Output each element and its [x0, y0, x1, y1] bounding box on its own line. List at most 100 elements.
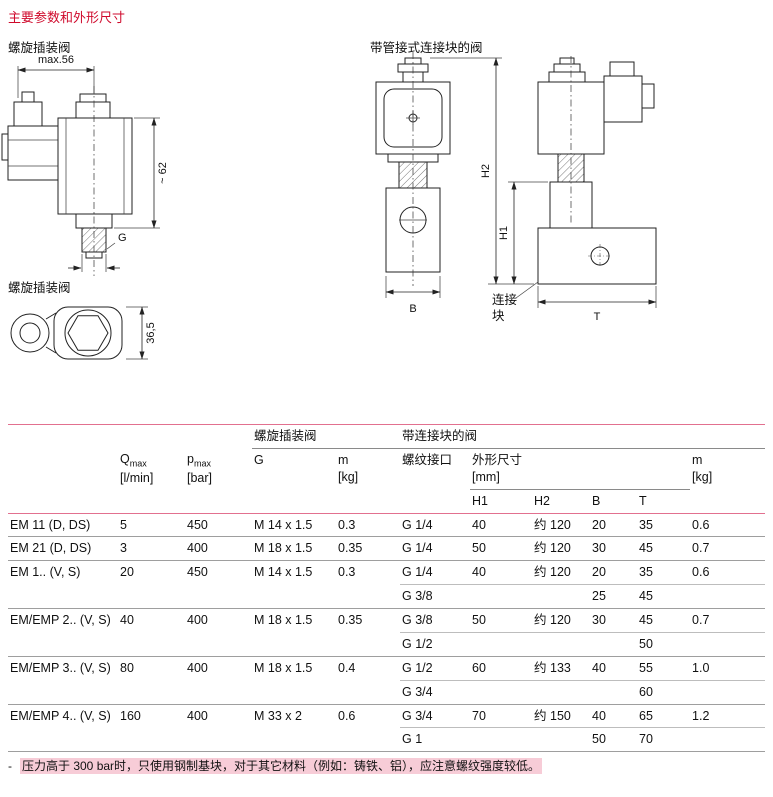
- cell-m-block: [690, 727, 766, 752]
- cell-model: EM 21 (D, DS): [8, 536, 118, 561]
- cell-h1: 40: [470, 512, 533, 537]
- cell-m-cartridge: [336, 585, 400, 609]
- block-label-line1: 连接: [492, 292, 518, 307]
- cell-port: G 1/4: [400, 512, 471, 537]
- cell-g: M 18 x 1.5: [252, 608, 336, 633]
- cell-t: 60: [637, 679, 691, 704]
- group-header-empty: [8, 425, 252, 449]
- col-header-model: [8, 448, 118, 513]
- cell-b: [590, 679, 638, 704]
- block-label-line2: 块: [492, 309, 505, 323]
- cell-h1: 40: [470, 560, 533, 585]
- drawing-label-cartridge-side: 螺旋插装阀: [8, 41, 71, 55]
- table-row: G 3/4 60: [8, 679, 766, 704]
- cell-t: 45: [637, 584, 691, 609]
- drawing-label-block-valve: 带管接式连接块的阀: [370, 40, 483, 55]
- cell-m-block: 0.6: [690, 560, 766, 585]
- cell-qmax: 5: [118, 512, 185, 537]
- group-header-block: 带连接块的阀: [400, 424, 766, 449]
- cell-t: 35: [637, 560, 691, 585]
- parameters-table-wrapper: 螺旋插装阀 带连接块的阀 Qmax[l/min] pmax[bar] G m[k…: [8, 424, 766, 753]
- cell-port: G 1/4: [400, 560, 471, 585]
- cell-qmax: 20: [118, 560, 185, 585]
- cell-b: 40: [590, 655, 638, 681]
- cell-port: G 1/2: [400, 655, 471, 681]
- dim-h2: H2: [480, 164, 492, 178]
- cell-h2: 约 120: [532, 536, 591, 561]
- dim-b: B: [409, 303, 416, 315]
- dimension-drawings: 螺旋插装阀 max.56: [1, 40, 657, 360]
- cell-b: 30: [590, 608, 638, 633]
- cell-m-cartridge: 0.3: [336, 560, 401, 585]
- cell-m-cartridge: [336, 680, 400, 704]
- cell-h2: [532, 727, 591, 752]
- table-row: EM/EMP 4.. (V, S) 160 400 M 33 x 2 0.6 G…: [8, 703, 766, 728]
- cell-model: EM/EMP 3.. (V, S): [8, 655, 118, 681]
- col-header-b: B: [592, 493, 601, 508]
- dim-height-62: ~ 62: [157, 162, 169, 184]
- cell-m-cartridge: 0.6: [336, 703, 401, 728]
- cell-m-cartridge: 0.4: [336, 655, 401, 681]
- cell-h2: [532, 679, 591, 704]
- cell-b: 30: [590, 536, 638, 561]
- cell-qmax: 3: [118, 536, 185, 561]
- cell-h1: 50: [470, 608, 533, 633]
- cell-m-cartridge: [336, 632, 400, 656]
- cell-port: G 1/2: [400, 631, 471, 657]
- cell-qmax: 40: [118, 608, 185, 633]
- cell-pmax: 450: [185, 560, 252, 585]
- cell-h2: 约 120: [532, 512, 591, 537]
- cell-t: 55: [637, 655, 691, 681]
- group-header-cartridge: 螺旋插装阀: [252, 424, 401, 449]
- table-subheader-row: H1 H2 B T: [8, 489, 765, 513]
- cell-g: [252, 680, 336, 704]
- hex-nut: [67, 315, 109, 351]
- col-header-m-block: m[kg]: [692, 452, 713, 484]
- table-row: EM 21 (D, DS) 3 400 M 18 x 1.5 0.35 G 1/…: [8, 536, 766, 561]
- cell-h1: [470, 584, 533, 609]
- cell-m-block: [690, 631, 766, 657]
- page-title: 主要参数和外形尺寸: [8, 10, 126, 25]
- drawing-cartridge-side: 螺旋插装阀 max.56: [1, 41, 169, 276]
- table-group-header-row: 螺旋插装阀 带连接块的阀: [8, 424, 766, 449]
- cell-b: 20: [590, 512, 638, 537]
- table-row: EM 1.. (V, S) 20 450 M 14 x 1.5 0.3 G 1/…: [8, 560, 766, 585]
- solenoid-coil: [57, 93, 133, 215]
- cell-m-block: 1.0: [690, 655, 766, 681]
- cell-m-block: 0.7: [690, 608, 766, 633]
- cell-qmax: [118, 585, 185, 609]
- cell-m-block: 0.7: [690, 536, 766, 561]
- cell-m-block: 0.6: [690, 512, 766, 537]
- height-dimensions: H2 H1: [430, 57, 548, 285]
- drawing-label-cartridge-top: 螺旋插装阀: [8, 281, 71, 295]
- footnote-dash: -: [8, 759, 12, 773]
- cell-t: 45: [637, 536, 691, 561]
- cell-h1: [470, 727, 533, 752]
- cell-m-block: 1.2: [690, 703, 766, 728]
- cell-t: 65: [637, 703, 691, 728]
- drawing-block-valve: 带管接式连接块的阀 B: [370, 40, 657, 323]
- table-row: G 1/2 50: [8, 631, 766, 657]
- cell-h2: 约 120: [532, 608, 591, 633]
- cell-model: [8, 585, 118, 609]
- plug-connector: [1, 91, 59, 181]
- cell-g: M 14 x 1.5: [252, 512, 336, 537]
- cell-port: G 1: [400, 727, 471, 752]
- cell-qmax: 80: [118, 655, 185, 681]
- table-row: EM/EMP 3.. (V, S) 80 400 M 18 x 1.5 0.4 …: [8, 655, 766, 681]
- col-header-pmax: pmax[bar]: [187, 452, 213, 486]
- cell-qmax: [118, 680, 185, 704]
- cell-pmax: [185, 632, 252, 656]
- cell-model: [8, 728, 118, 752]
- drawing-cartridge-top: 螺旋插装阀 36,5: [8, 281, 157, 360]
- cell-g: [252, 632, 336, 656]
- table-row: G 1 50 70: [8, 727, 766, 752]
- cell-m-cartridge: 0.35: [336, 608, 401, 633]
- cell-h2: 约 150: [532, 703, 591, 728]
- cell-t: 45: [637, 608, 691, 633]
- thread-g-label: G: [118, 232, 127, 244]
- cell-t: 70: [637, 727, 691, 752]
- cell-b: 50: [590, 727, 638, 752]
- col-header-m-cartridge: m[kg]: [338, 452, 359, 484]
